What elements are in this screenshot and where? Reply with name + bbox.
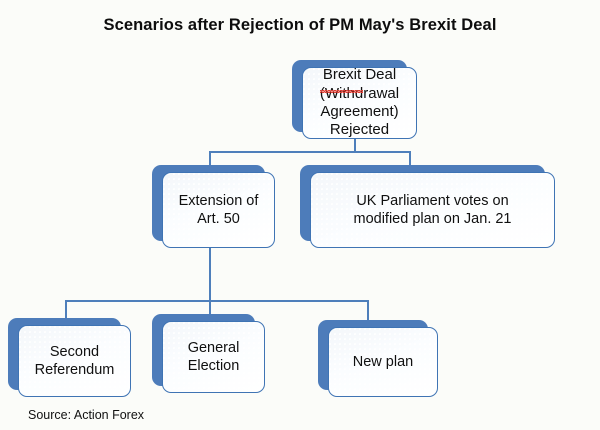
node-card: Brexit Deal (Withdrawal Agreement) Rejec… (302, 66, 417, 139)
connector-to-newplan (367, 300, 369, 320)
node-card: New plan (328, 327, 438, 397)
node-label: General Election (187, 339, 240, 374)
source-caption: Source: Action Forex (28, 408, 145, 422)
node-label: UK Parliament votes on modified plan on … (353, 192, 512, 227)
node-uk-parliament-vote[interactable]: UK Parliament votes on modified plan on … (300, 165, 555, 248)
page-title: Scenarios after Rejection of PM May's Br… (103, 16, 497, 34)
node-extension-of-art-50[interactable]: Extension of Art. 50 (152, 165, 275, 248)
node-label: Brexit Deal (Withdrawal Agreement) Rejec… (319, 66, 400, 139)
node-new-plan[interactable]: New plan (318, 320, 438, 397)
connector-to-extension (209, 151, 211, 165)
node-second-referendum[interactable]: Second Referendum (8, 318, 131, 397)
node-card: UK Parliament votes on modified plan on … (310, 172, 555, 248)
connector-row2-bus (209, 151, 411, 153)
node-card: Second Referendum (18, 325, 131, 397)
node-card: General Election (162, 321, 265, 393)
node-card: Extension of Art. 50 (162, 172, 275, 248)
connector-row3-bus (65, 300, 369, 302)
node-label: Extension of Art. 50 (178, 192, 259, 227)
node-general-election[interactable]: General Election (152, 314, 265, 393)
node-brexit-deal-rejected[interactable]: Brexit Deal (Withdrawal Agreement) Rejec… (292, 60, 417, 139)
connector-to-election (209, 300, 211, 314)
connector-extension-stem (209, 248, 211, 302)
node-label: Second Referendum (34, 343, 115, 378)
connector-root-stem (354, 139, 356, 153)
connector-to-referendum (65, 300, 67, 318)
node-label: New plan (352, 353, 414, 370)
connector-to-vote (409, 151, 411, 165)
